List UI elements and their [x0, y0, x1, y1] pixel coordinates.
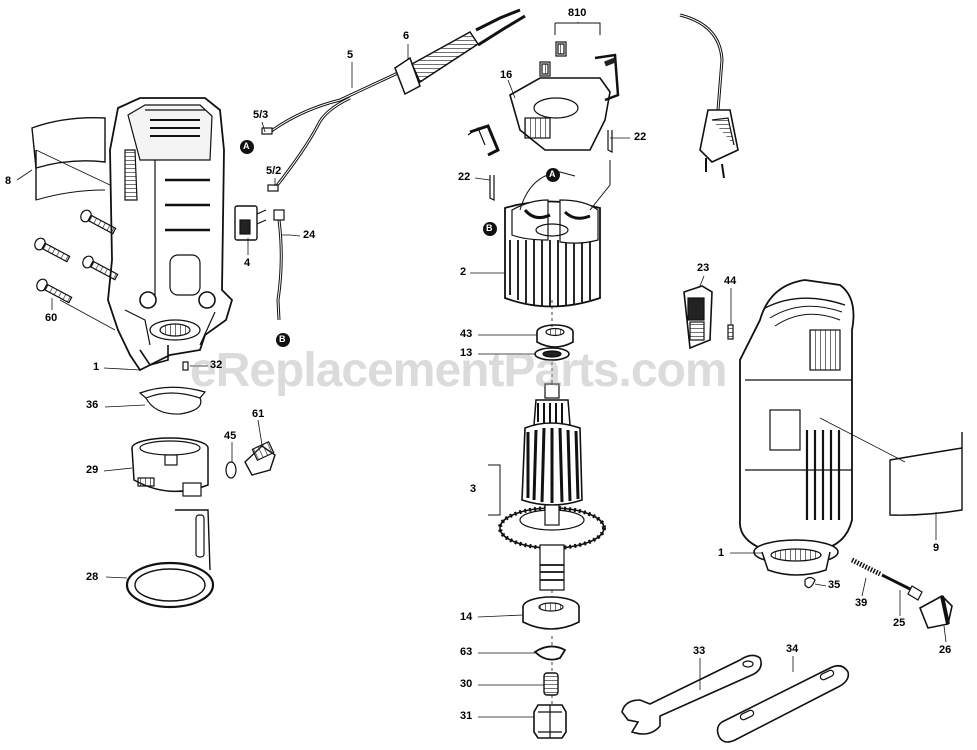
part-label-24: 24 [303, 229, 316, 241]
part-label-8: 8 [5, 175, 12, 187]
part-label-22-right: 22 [634, 131, 647, 143]
part-label-810: 810 [568, 7, 587, 19]
part-label-35: 35 [828, 579, 841, 591]
washer-45-part [225, 461, 237, 479]
callout-b-left: B [279, 334, 286, 344]
part-label-5: 5 [347, 49, 354, 61]
part-label-1-left: 1 [93, 361, 100, 373]
part-label-34: 34 [786, 643, 799, 655]
clip-36-part [138, 386, 207, 415]
ring-13-part [534, 347, 570, 361]
part-label-1-right: 1 [718, 547, 725, 559]
part-label-5-3: 5/3 [253, 109, 269, 121]
part-label-63: 63 [460, 646, 473, 658]
label-band-9-part [889, 447, 963, 516]
callout-a-left: A [243, 141, 250, 151]
nut-31-part [533, 704, 567, 739]
part-label-22-left: 22 [458, 171, 471, 183]
leader-lines [16, 22, 947, 718]
bearing-43-part [536, 324, 574, 348]
wrench-33-part [621, 654, 762, 735]
screw-44-part [727, 324, 734, 340]
part-label-30: 30 [460, 678, 473, 690]
field-2-part [504, 199, 601, 308]
part-label-6: 6 [403, 30, 410, 42]
callout-circles [240, 140, 560, 347]
washer-35-part [804, 576, 816, 589]
strain-relief-6-part [394, 8, 526, 96]
collar-29-part [131, 437, 209, 497]
switch-4-part [234, 205, 267, 241]
part-label-43: 43 [460, 328, 473, 340]
screws-part [34, 209, 119, 304]
switch-cap-23-part [683, 285, 713, 350]
cord-5-part [261, 70, 401, 192]
wrench-34-part [716, 664, 850, 743]
part-label-13: 13 [460, 347, 473, 359]
brush-left-part [467, 124, 500, 157]
circlip-63-part [533, 645, 567, 661]
lock-button-26-part [918, 595, 953, 629]
part-label-45: 45 [224, 430, 237, 442]
spacer-30-part [543, 672, 559, 696]
power-cord-plug-part [679, 13, 739, 179]
label-band-8-part [31, 117, 106, 201]
part-label-39: 39 [855, 597, 868, 609]
right-housing-part [739, 279, 855, 576]
plunger-25-part [881, 573, 923, 601]
part-label-9: 9 [933, 542, 940, 554]
part-label-3: 3 [470, 483, 477, 495]
part-label-25: 25 [893, 617, 906, 629]
part-label-61: 61 [252, 408, 265, 420]
pin-32-part [182, 361, 189, 371]
part-label-60: 60 [45, 312, 58, 324]
watermark-text: eReplacementParts.com [190, 344, 728, 397]
part-label-16: 16 [500, 69, 513, 81]
brush-holder-16-part [509, 41, 620, 151]
part-label-44: 44 [724, 275, 737, 287]
part-label-14: 14 [460, 611, 473, 623]
part-label-26: 26 [939, 644, 952, 656]
part-label-36: 36 [86, 399, 99, 411]
part-label-29: 29 [86, 464, 99, 476]
part-label-33: 33 [693, 645, 706, 657]
part-label-23: 23 [697, 262, 710, 274]
spring-39-part [850, 557, 882, 577]
part-label-2: 2 [460, 266, 467, 278]
armature-3-part [498, 383, 606, 591]
part-label-4: 4 [244, 257, 251, 269]
part-label-32: 32 [210, 359, 223, 371]
part-label-5-2: 5/2 [266, 165, 282, 177]
part-label-28: 28 [86, 571, 99, 583]
part-label-31: 31 [460, 710, 473, 722]
callout-b-right: B [486, 223, 493, 233]
callout-a-right: A [549, 169, 556, 179]
left-housing-part [107, 97, 234, 372]
knob-61-part [244, 440, 276, 476]
bearing-14-part [522, 596, 580, 630]
base-28-part [125, 509, 215, 609]
